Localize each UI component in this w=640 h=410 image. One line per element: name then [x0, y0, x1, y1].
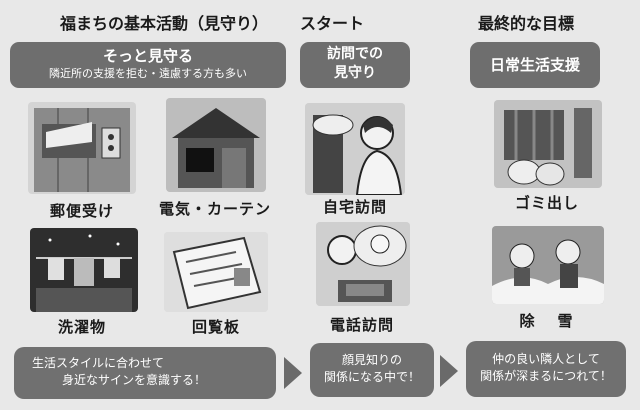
bottom-note-neighbor: 仲の良い隣人として 関係が深まるにつれて！	[466, 341, 626, 397]
label-garbage: ゴミ出し	[514, 194, 579, 212]
arrow-right-icon	[440, 355, 458, 387]
label-home-visit: 自宅訪問	[322, 198, 387, 216]
arrow-right-icon	[284, 357, 302, 389]
pill-visit-line1: 訪問での	[327, 46, 383, 62]
label-circular-board: 回覧板	[191, 318, 240, 336]
label-snow-removal: 除 雪	[519, 312, 577, 330]
snow-removal-illustration	[492, 226, 604, 304]
circular-board-illustration	[164, 232, 268, 312]
phone-visit-illustration	[316, 222, 410, 306]
electric-curtain-illustration	[166, 98, 266, 192]
bottom-note-lifestyle-line2: 身近なサインを意識する！	[62, 373, 207, 387]
pill-visit-watch: 訪問での 見守り	[300, 42, 410, 88]
bottom-note-lifestyle-line1: 生活スタイルに合わせて	[32, 356, 165, 370]
label-electric-curtain: 電気・カーテン	[158, 200, 271, 218]
label-laundry: 洗濯物	[57, 318, 106, 336]
laundry-illustration	[30, 228, 138, 312]
pill-visit-line2: 見守り	[334, 65, 376, 81]
label-phone-visit: 電話訪問	[329, 316, 394, 334]
bottom-note-neighbor-line2: 関係が深まるにつれて！	[480, 369, 612, 383]
title-final-goal: 最終的な目標	[478, 14, 575, 33]
bottom-note-acquaintance-line2: 関係になる中で！	[323, 370, 420, 384]
title-start: スタート	[300, 14, 365, 33]
label-mailbox: 郵便受け	[49, 202, 114, 220]
bottom-note-lifestyle: 生活スタイルに合わせて 身近なサインを意識する！	[14, 347, 276, 399]
garbage-illustration	[494, 100, 602, 188]
pill-daily-text: 日常生活支援	[489, 56, 580, 74]
bottom-note-neighbor-line1: 仲の良い隣人として	[492, 352, 600, 366]
pill-gentle-watch: そっと見守る 隣近所の支援を拒む・遠慮する方も多い	[10, 42, 286, 88]
mailbox-illustration	[28, 102, 136, 194]
pill-daily-support: 日常生活支援	[470, 42, 600, 88]
bottom-note-acquaintance-line1: 顔見知りの	[341, 353, 402, 367]
home-visit-illustration	[305, 103, 405, 195]
bottom-note-acquaintance: 顔見知りの 関係になる中で！	[310, 343, 434, 397]
pill-gentle-main: そっと見守る	[102, 47, 193, 65]
title-basic-activity: 福まちの基本活動（見守り）	[60, 14, 269, 33]
pill-gentle-sub: 隣近所の支援を拒む・遠慮する方も多い	[49, 67, 247, 80]
